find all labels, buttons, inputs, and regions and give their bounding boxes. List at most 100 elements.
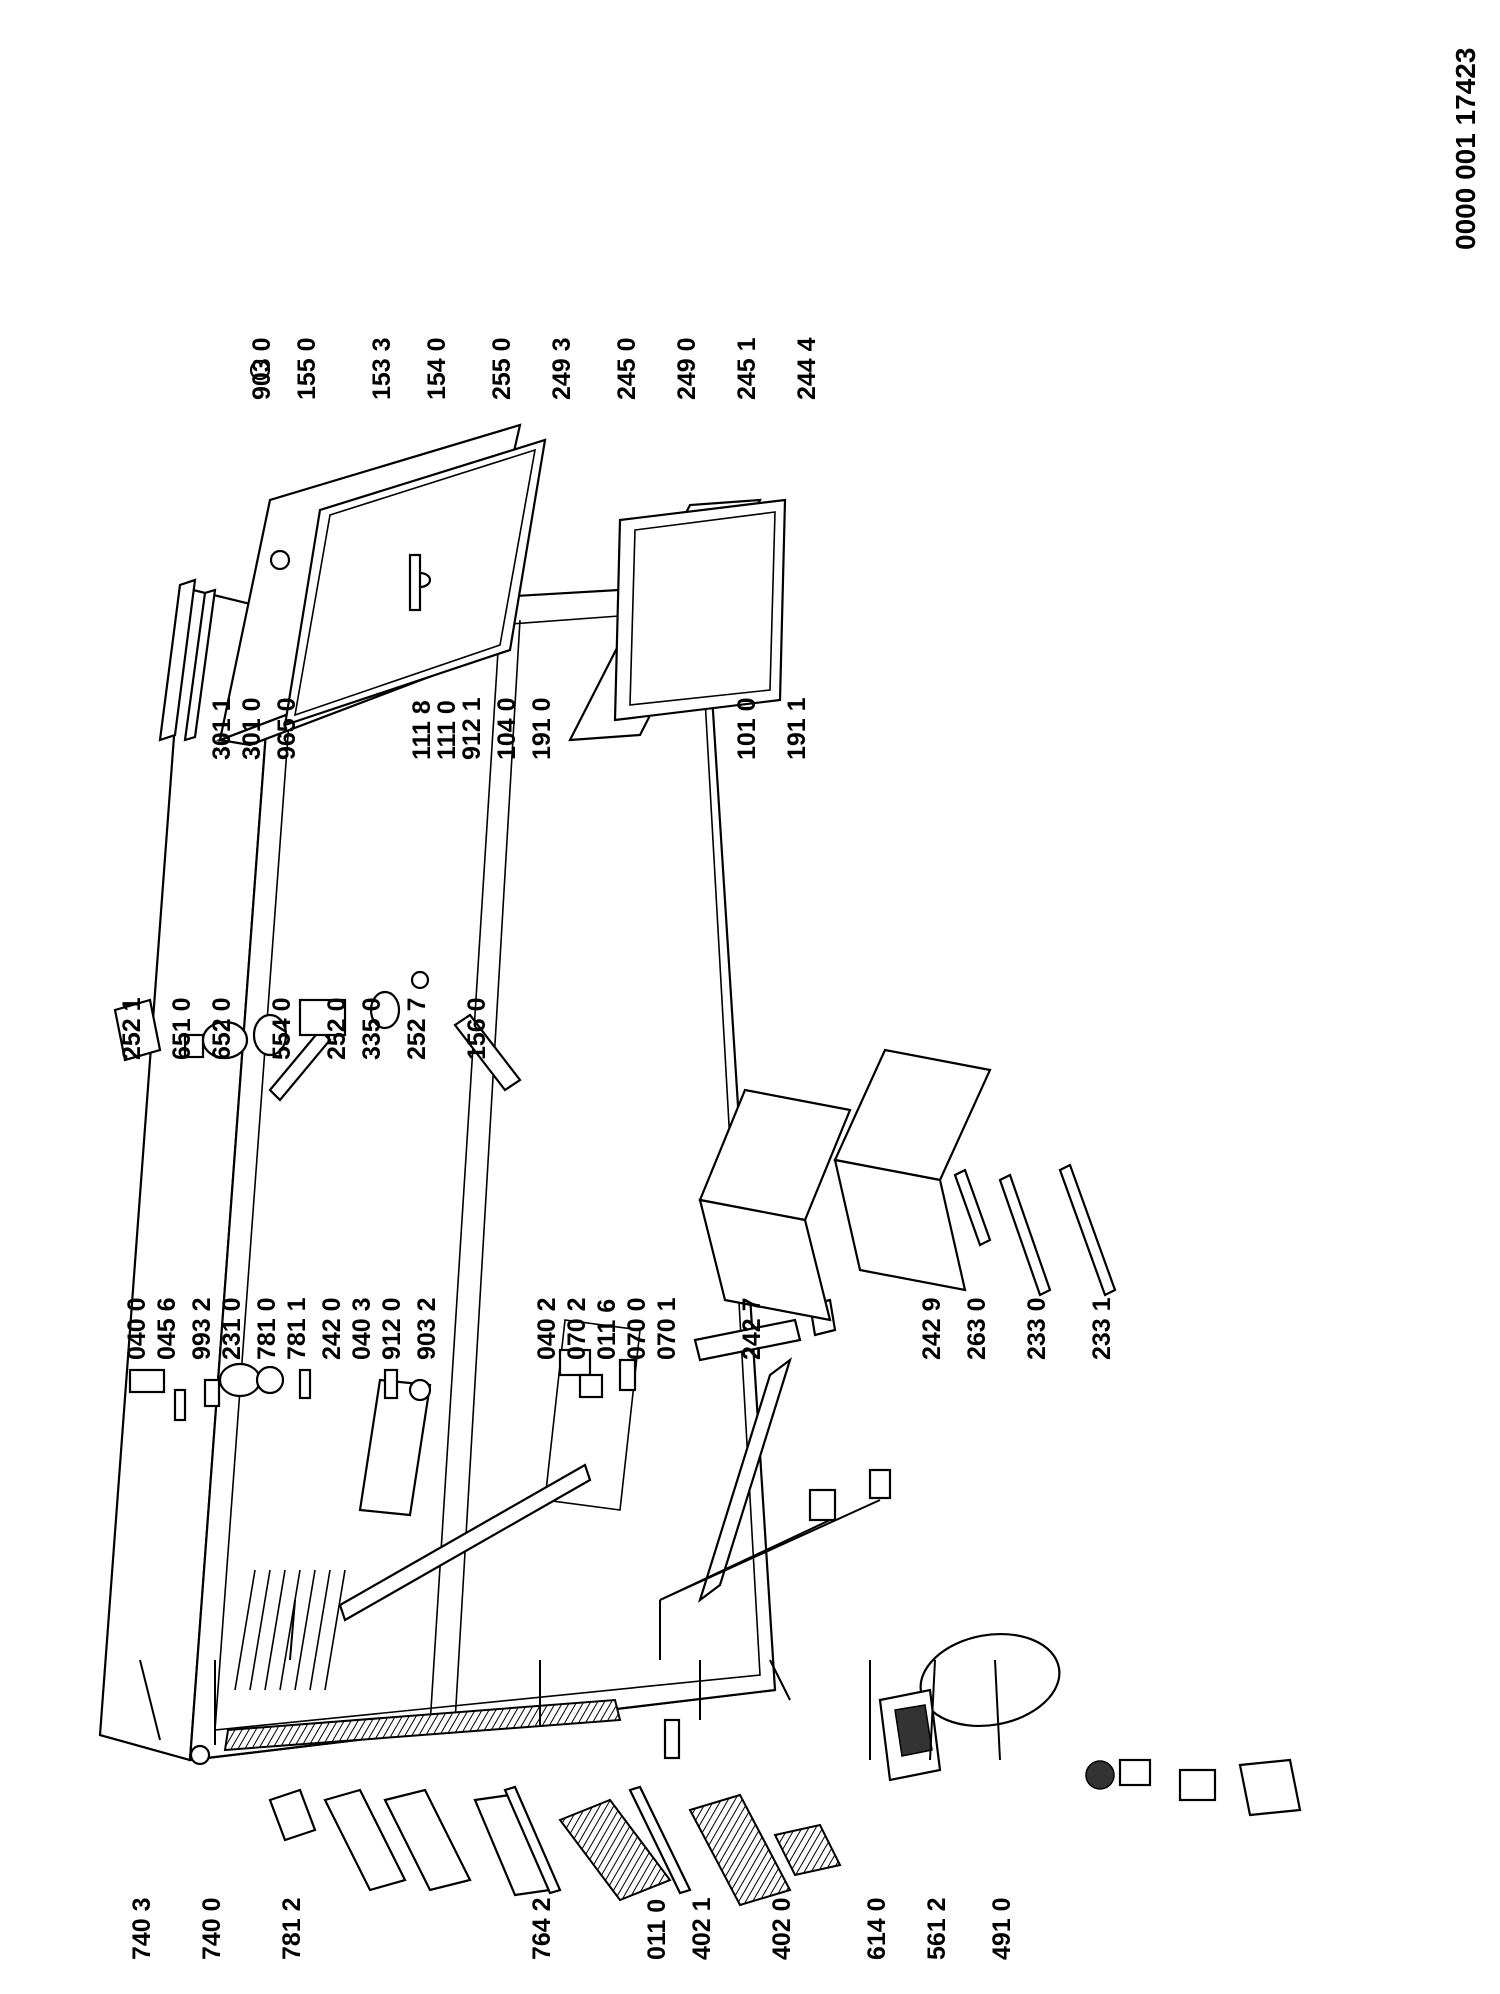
- grommet-740-3: [189, 1744, 211, 1766]
- label-764-2: 764 2: [528, 1897, 556, 1960]
- cabinet-front-face: [188, 583, 777, 1762]
- relay-614-0: [1085, 1760, 1115, 1790]
- balcony-154-0: [383, 1788, 472, 1892]
- label-912-0: 912 0: [378, 1297, 406, 1360]
- label-233-1: 233 1: [1088, 1297, 1116, 1360]
- bottom-strip: [697, 1357, 793, 1603]
- label-245-1: 245 1: [733, 337, 761, 400]
- label-111-0: 111 0: [433, 700, 461, 760]
- label-156-0: 156 0: [463, 997, 491, 1060]
- label-781-2: 781 2: [278, 1897, 306, 1960]
- label-651-0: 651 0: [168, 997, 196, 1060]
- label-252-1: 252 1: [118, 997, 146, 1060]
- label-040-2: 040 2: [533, 1297, 561, 1360]
- label-242-7: 242 7: [738, 1297, 766, 1360]
- part-652-0: [201, 1020, 249, 1060]
- label-244-4: 244 4: [793, 337, 821, 400]
- label-993-2: 993 2: [188, 1297, 216, 1360]
- freezer-shelf-ribs: [234, 1569, 346, 1691]
- part-070-2: [578, 1373, 604, 1399]
- label-554-0: 554 0: [268, 997, 296, 1060]
- label-402-0: 402 0: [768, 1897, 796, 1960]
- relay-561-2: [1178, 1768, 1217, 1802]
- part-252-0: [298, 998, 347, 1037]
- document-number: 0000 001 17423: [1450, 48, 1481, 250]
- label-335-0: 335 0: [358, 997, 386, 1060]
- label-903-0: 903 0: [248, 337, 276, 400]
- label-652-0: 652 0: [208, 997, 236, 1060]
- door-accessories: [268, 1785, 842, 1907]
- relay-614-0-body: [1118, 1758, 1152, 1787]
- cabinet: [98, 583, 793, 1762]
- wire-shelf-245-0: [558, 1798, 672, 1902]
- feet-011-0: [808, 1468, 892, 1522]
- gasket-191-0-inner: [293, 448, 537, 717]
- label-040-3: 040 3: [348, 1297, 376, 1360]
- label-231-0: 231 0: [218, 1297, 246, 1360]
- part-781-0: [255, 1365, 285, 1395]
- label-101-0: 101 0: [733, 697, 761, 760]
- strip-301-1: [158, 578, 197, 742]
- label-045-6: 045 6: [153, 1297, 181, 1360]
- label-249-0: 249 0: [673, 337, 701, 400]
- label-242-0: 242 0: [318, 1297, 346, 1360]
- part-554-0: [252, 1013, 288, 1057]
- label-781-0: 781 0: [253, 1297, 281, 1360]
- label-263-0: 263 0: [963, 1297, 991, 1360]
- label-561-2: 561 2: [923, 1897, 951, 1960]
- drawer-242-9-front: [833, 1158, 967, 1292]
- part-993-2: [203, 1378, 221, 1408]
- label-154-0: 154 0: [423, 337, 451, 400]
- label-255-0: 255 0: [488, 337, 516, 400]
- part-912-0: [383, 1368, 399, 1400]
- label-740-0: 740 0: [198, 1897, 226, 1960]
- label-155-0: 155 0: [293, 337, 321, 400]
- middle-parts: [113, 970, 522, 1102]
- strip-070-0: [693, 1318, 802, 1362]
- profile-249-3: [503, 1785, 562, 1895]
- gasket-191-1: [613, 498, 787, 722]
- label-104-0: 104 0: [493, 697, 521, 760]
- part-252-0-arm: [268, 1028, 332, 1102]
- compartment-divider: [429, 619, 501, 1726]
- label-781-1: 781 1: [283, 1297, 311, 1360]
- part-252-1: [113, 998, 162, 1062]
- label-242-9: 242 9: [918, 1297, 946, 1360]
- label-011-0: 011 0: [643, 1899, 671, 1960]
- gasket-191-1-inner: [629, 511, 776, 706]
- label-191-0: 191 0: [528, 697, 556, 760]
- part-903-2: [408, 1378, 432, 1402]
- balcony-153-3: [323, 1788, 407, 1892]
- label-111-8: 111 8: [408, 700, 436, 760]
- label-903-2: 903 2: [413, 1297, 441, 1360]
- part-335-0: [369, 990, 401, 1030]
- label-301-1: 301 1: [208, 697, 236, 760]
- part-156-0: [453, 1013, 522, 1092]
- strip-301-0: [183, 588, 217, 742]
- part-111-0: [408, 553, 422, 612]
- label-191-1: 191 1: [783, 697, 811, 760]
- box-402-1-face: [894, 1704, 933, 1757]
- part-045-6: [173, 1388, 187, 1422]
- grid-244-4: [773, 1823, 842, 1877]
- leader-lines: [139, 1499, 1001, 1761]
- profile-249-0: [628, 1785, 692, 1895]
- tube-764-2: [663, 1718, 681, 1760]
- fridge-inner-box: [544, 1319, 641, 1511]
- rail-781-2: [338, 1463, 592, 1622]
- label-301-0: 301 0: [238, 697, 266, 760]
- drawer-242-9: [833, 1048, 992, 1182]
- wire-shelf-245-1: [688, 1793, 792, 1907]
- label-491-0: 491 0: [988, 1897, 1016, 1960]
- cover-491-0: [1238, 1758, 1302, 1817]
- label-965-0: 965 0: [273, 697, 301, 760]
- label-040-0: 040 0: [123, 1297, 151, 1360]
- label-070-2: 070 2: [563, 1297, 591, 1360]
- rail-233-0: [998, 1173, 1052, 1297]
- label-249-3: 249 3: [548, 337, 576, 400]
- label-070-1: 070 1: [653, 1297, 681, 1360]
- labels: 740 3 740 0 781 2 764 2 011 0 402 1 402 …: [118, 48, 1481, 1960]
- rail-263-0: [953, 1168, 992, 1247]
